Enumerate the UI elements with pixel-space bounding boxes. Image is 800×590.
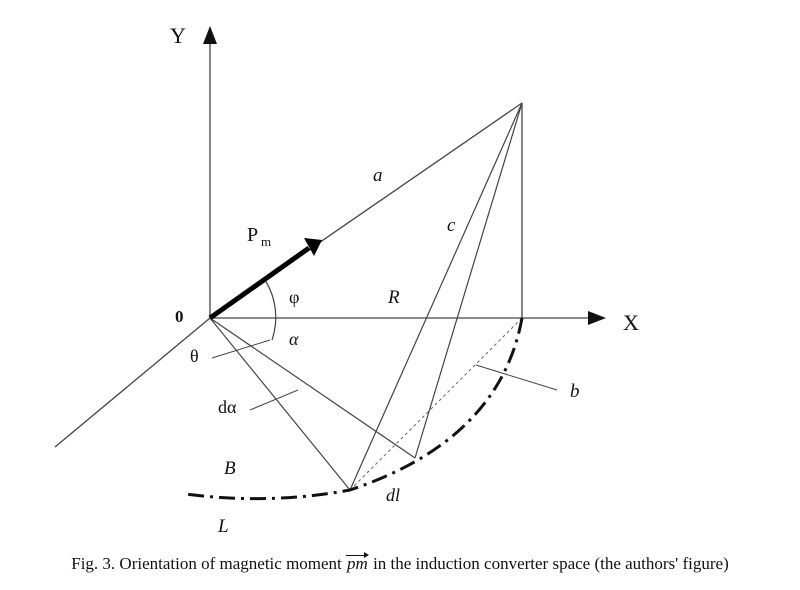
figure-caption: Fig. 3. Orientation of magnetic moment p… <box>0 552 800 574</box>
theta-pointer-line <box>211 339 271 359</box>
moment-label-subscript: m <box>261 234 271 249</box>
label-a: a <box>373 165 383 186</box>
x-axis-label: X <box>623 310 639 335</box>
label-b: b <box>570 381 580 402</box>
origin-label: 0 <box>175 307 184 326</box>
moment-label: P <box>247 224 258 246</box>
magnetic-moment-vector <box>208 245 311 321</box>
x-axis-arrowhead <box>588 311 606 325</box>
y-axis-label: Y <box>170 23 186 48</box>
label-alpha: α <box>289 329 299 349</box>
label-theta: θ <box>190 346 199 366</box>
line-c-second <box>414 102 523 459</box>
dashed-chord <box>349 317 523 491</box>
label-phi: φ <box>289 287 299 307</box>
label-d-alpha: dα <box>218 397 237 417</box>
label-dl: dl <box>386 485 400 505</box>
caption-text-after: in the induction converter space (the au… <box>368 554 729 573</box>
angle-arc-phi <box>264 279 277 341</box>
line-c <box>349 102 523 491</box>
z-axis-line <box>54 317 211 448</box>
label-B: B <box>224 458 236 479</box>
b-pointer-line <box>475 364 558 391</box>
circle-arc-L <box>184 317 524 501</box>
magnetic-moment-arrowhead <box>304 238 322 256</box>
caption-text-before: Fig. 3. Orientation of magnetic moment <box>71 554 347 573</box>
label-L: L <box>217 516 229 537</box>
label-R: R <box>387 287 400 308</box>
caption-vector-pm: pm <box>346 552 369 573</box>
y-axis-arrowhead <box>203 26 217 44</box>
d-alpha-pointer-line <box>249 389 299 411</box>
line-origin-to-dl <box>209 317 351 491</box>
label-c: c <box>447 215 456 236</box>
line-origin-to-circle-point <box>209 317 416 459</box>
